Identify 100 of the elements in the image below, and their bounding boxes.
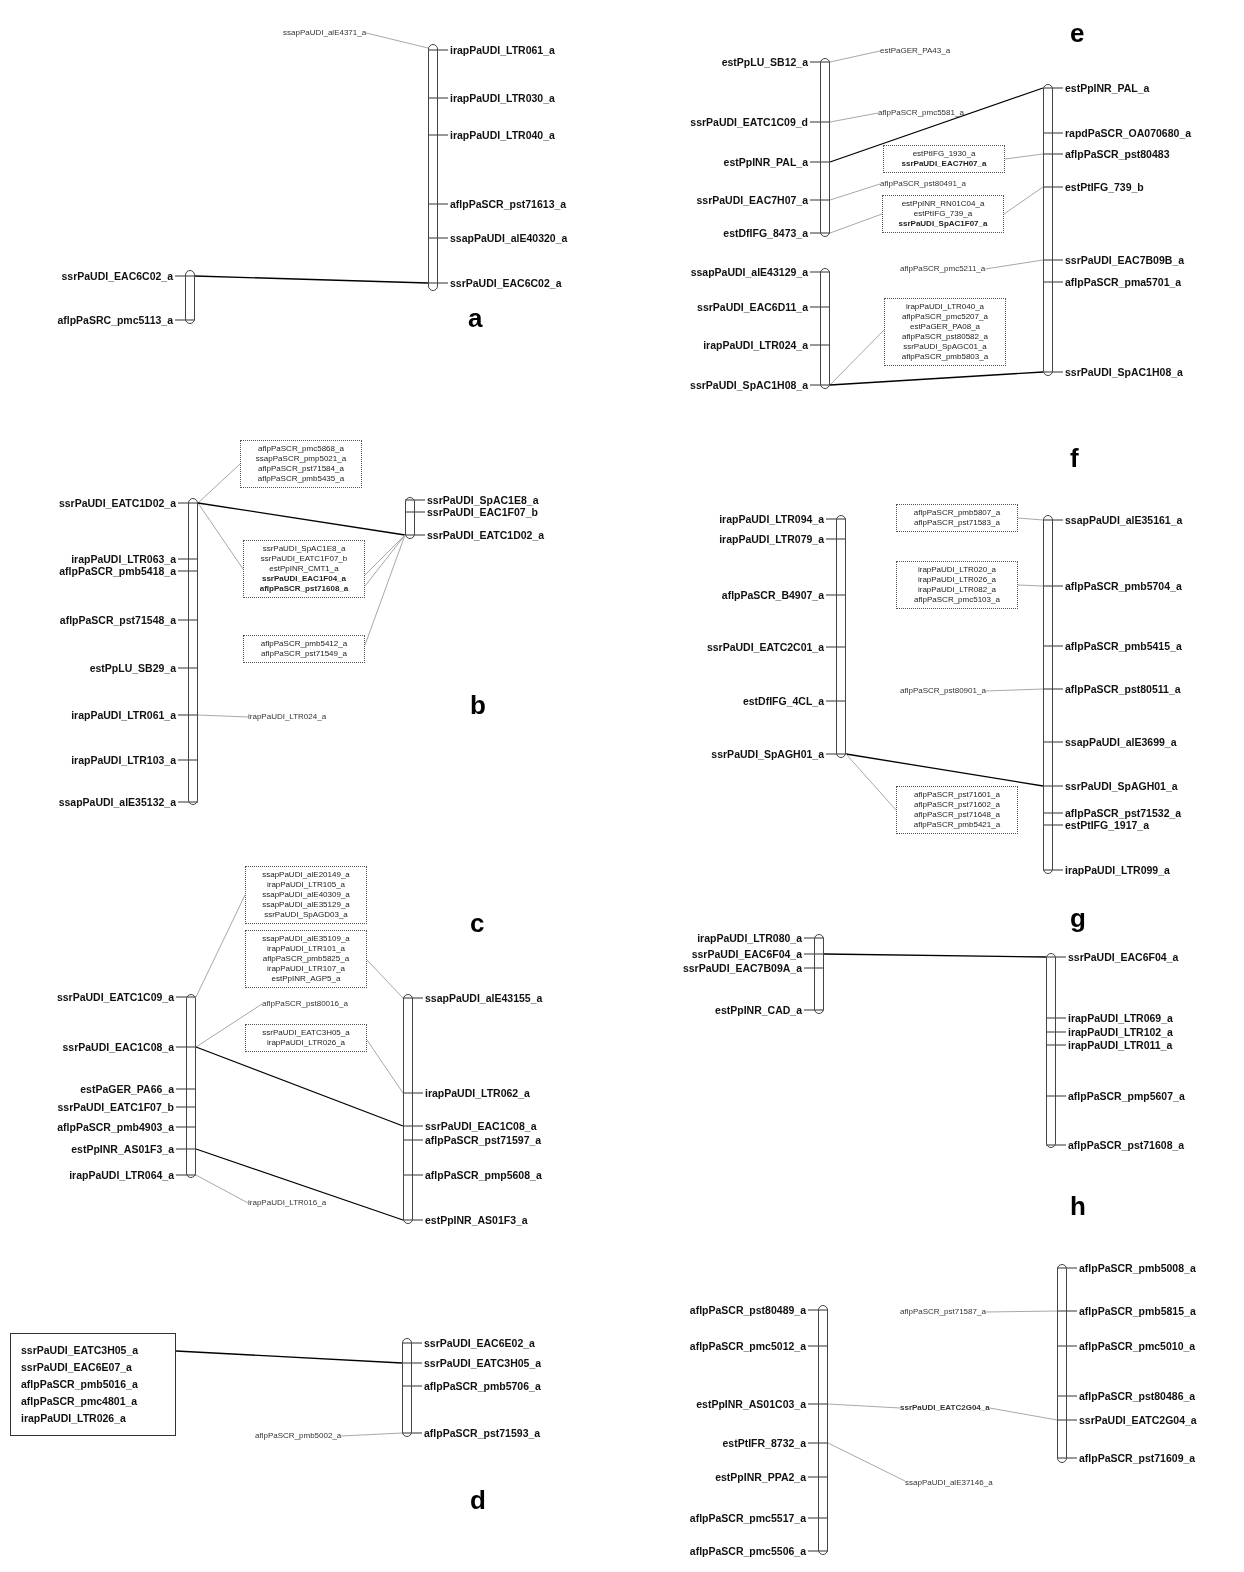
connector-line: [829, 112, 879, 123]
marker-label: ssrPaUDI_SpAC1E8_a: [261, 544, 347, 554]
marker-label: irapPaUDI_LTR103_a: [71, 754, 176, 766]
panel-letter: d: [470, 1485, 486, 1516]
marker-label: estPpINR_PAL_a: [1065, 82, 1150, 94]
marker-label: aflpPaSCR_pmb5435_a: [256, 474, 346, 484]
connector-line: [365, 32, 429, 49]
panel-letter: f: [1070, 443, 1079, 474]
panel-letter: g: [1070, 903, 1086, 934]
marker-label: aflpPaSCR_pmc5207_a: [901, 312, 989, 322]
marker-label: ssrPaUDI_EATC3H05_a: [424, 1357, 542, 1369]
connector-line: [195, 894, 246, 998]
marker-label: estPpINR_RN01C04_a: [900, 199, 986, 209]
marker-label: aflpPaSCR_B4907_a: [721, 589, 824, 601]
connector-line: [364, 534, 406, 646]
marker-group-box: [245, 866, 367, 924]
connector-line: [366, 959, 404, 999]
marker-label: aflpPaSCR_pmc4801_a: [21, 1394, 139, 1409]
marker-label: irapPaUDI_LTR040_a: [904, 302, 986, 312]
marker-label: aflpPaSRC_pmc5113_a: [57, 314, 173, 326]
marker-label: ssrPaUDI_EATC1D02_a: [58, 497, 176, 509]
marker-label: ssapPaUDI_alE40309_a: [261, 890, 351, 900]
connector-line: [829, 183, 881, 201]
marker-label: estPtIFG_739_a: [912, 209, 974, 219]
connector-line: [366, 1039, 404, 1094]
marker-label: ssapPaUDI_alE35129_a: [261, 900, 351, 910]
marker-label: aflpPaSCR_pmb5418_a: [59, 565, 176, 577]
marker-label: aflpPaSCR_pst80486_a: [1079, 1390, 1196, 1402]
marker-label: ssrPaUDI_EAC1C08_a: [425, 1120, 537, 1132]
marker-label: ssrPaUDI_EAC6D11_a: [697, 301, 808, 313]
marker-label: irapPaUDI_LTR064_a: [69, 1169, 174, 1181]
marker-label: ssrPaUDI_SpAC1F07_a: [897, 219, 989, 229]
connector-line: [175, 1350, 403, 1364]
marker-label: ssrPaUDI_EATC1C09_a: [56, 991, 174, 1003]
marker-label: estDfIFG_4CL_a: [742, 695, 824, 707]
marker-label: aflpPaSCR_pst71584_a: [257, 464, 345, 474]
marker-label: aflpPaSCR_pst71601_a: [913, 790, 1001, 800]
marker-label: irapPaUDI_LTR107_a: [265, 964, 347, 974]
marker-label: ssrPaUDI_SpAC1H08_a: [1065, 366, 1183, 378]
marker-label: ssrPaUDI_EAC6C02_a: [61, 270, 173, 282]
marker-label: aflpPaSCR_pst80489_a: [689, 1304, 806, 1316]
connector-line: [989, 1407, 1058, 1421]
marker-label: aflpPaSCR_pmb5704_a: [1065, 580, 1182, 592]
connector-line: [823, 953, 1047, 958]
marker-label: irapPaUDI_LTR061_a: [71, 709, 176, 721]
marker-label: aflpPaSCR_pst71613_a: [450, 198, 567, 210]
marker-label: ssrPaUDI_SpAGH01_a: [711, 748, 824, 760]
connector-line: [827, 1442, 906, 1482]
marker-label: ssapPaUDI_alE35161_a: [1065, 514, 1183, 526]
marker-label: irapPaUDI_LTR030_a: [450, 92, 555, 104]
marker-label: ssrPaUDI_EATC2C01_a: [706, 641, 824, 653]
marker-group-box: [240, 440, 362, 488]
panel-letter: e: [1070, 18, 1085, 49]
marker-label: irapPaUDI_LTR101_a: [265, 944, 347, 954]
connector-line: [195, 1046, 404, 1127]
marker-label: aflpPaSCR_pmb4903_a: [57, 1121, 174, 1133]
marker-label: irapPaUDI_LTR094_a: [719, 513, 824, 525]
marker-label: estPpINR_CMT1_a: [268, 564, 340, 574]
marker-group-box: [884, 298, 1006, 366]
marker-label: ssrPaUDI_EAC6F04_a: [691, 948, 802, 960]
marker-label: ssapPaUDI_alE35109_a: [261, 934, 351, 944]
marker-label: ssrPaUDI_EAC7H07_a: [900, 159, 988, 169]
marker-label: aflpPaSCR_pmb5803_a: [900, 352, 990, 362]
marker-label: aflpPaSCR_pmc5506_a: [689, 1545, 806, 1557]
marker-label: irapPaUDI_LTR063_a: [71, 553, 176, 565]
connector-line: [195, 1148, 404, 1221]
marker-group-box: [896, 504, 1018, 532]
marker-label: ssrPaUDI_SpAC1H08_a: [690, 379, 808, 391]
marker-label: aflpPaSCR_pmc5581_a: [878, 108, 964, 118]
marker-label: aflpPaSCR_pmc5103_a: [913, 595, 1001, 605]
marker-label: estPpINR_PAL_a: [723, 156, 808, 168]
connector-line: [1004, 153, 1044, 160]
marker-label: irapPaUDI_LTR024_a: [703, 339, 808, 351]
marker-label: aflpPaSCR_pst80582_a: [901, 332, 989, 342]
connector-line: [985, 688, 1044, 692]
marker-label: aflpPaSCR_pmb5412_a: [259, 639, 349, 649]
marker-label: aflpPaSCR_pmb5807_a: [912, 508, 1002, 518]
marker-label: aflpPaSCR_pmp5607_a: [1068, 1090, 1185, 1102]
connector-line: [1017, 584, 1044, 587]
marker-label: aflpPaSCR_pst80511_a: [1065, 683, 1181, 695]
connector-line: [985, 1310, 1058, 1313]
marker-label: ssrPaUDI_EAC1F07_b: [427, 506, 538, 518]
marker-label: ssrPaUDI_SpAGC01_a: [902, 342, 988, 352]
marker-label: ssrPaUDI_SpAGD03_a: [263, 910, 349, 920]
marker-label: aflpPaSCR_pmb5825_a: [261, 954, 351, 964]
marker-label: ssrPaUDI_EAC6E07_a: [21, 1360, 133, 1375]
marker-label: aflpPaSCR_pmc5012_a: [689, 1340, 806, 1352]
panel-letter: c: [470, 908, 485, 939]
connector-line: [829, 213, 883, 234]
marker-label: estPpINR_CAD_a: [715, 1004, 802, 1016]
marker-label: ssapPaUDI_alE37146_a: [905, 1478, 993, 1488]
marker-label: ssrPaUDI_EATC3H05_a: [21, 1343, 140, 1358]
marker-label: ssrPaUDI_EAC1C08_a: [62, 1041, 174, 1053]
marker-label: aflpPaSCR_pmp5608_a: [425, 1169, 542, 1181]
marker-label: estPtIFG_739_b: [1065, 181, 1144, 193]
connector-line: [195, 1003, 263, 1048]
marker-label: aflpPaSCR_pmc5517_a: [689, 1512, 806, 1524]
marker-label: estPpLU_SB29_a: [89, 662, 176, 674]
marker-label: ssrPaUDI_EAC7H07_a: [696, 194, 808, 206]
marker-label: aflpPaSCR_pst71593_a: [424, 1427, 541, 1439]
